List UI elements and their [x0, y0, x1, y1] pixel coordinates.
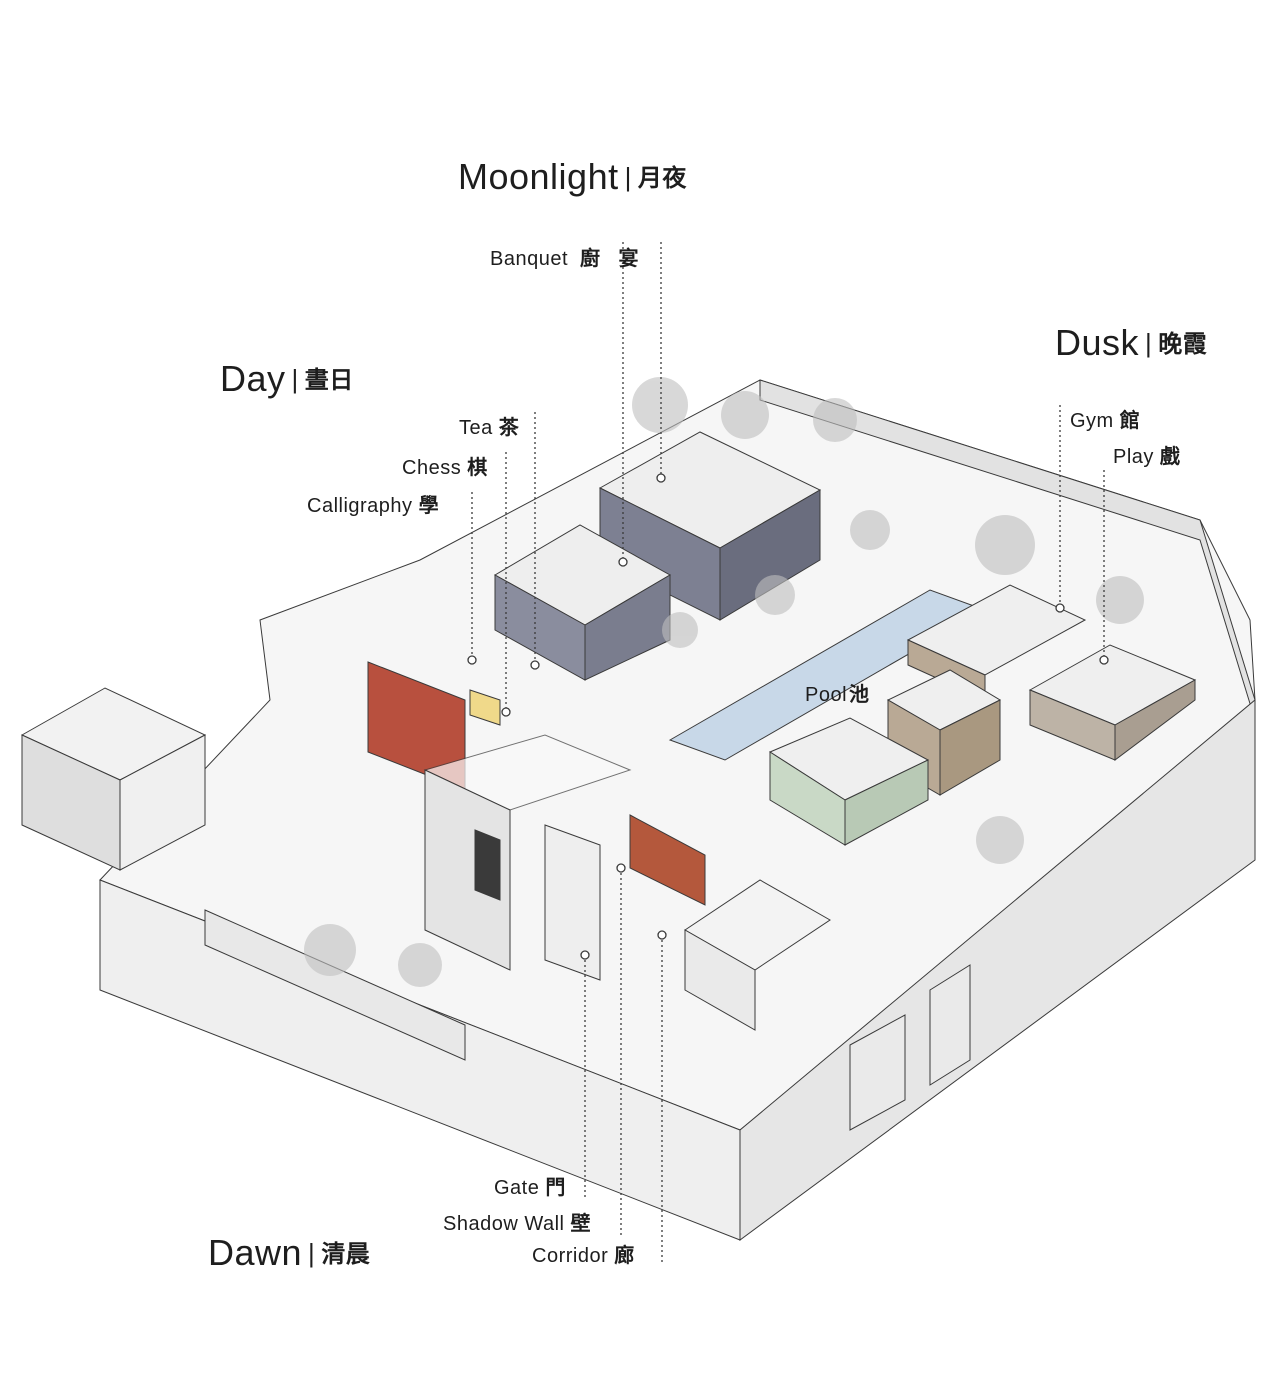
green-pavilion: [768, 717, 930, 846]
label-corridor-cn: 廊: [614, 1243, 635, 1267]
zone-title-moonlight: Moonlight|月夜: [458, 156, 687, 198]
trees: [304, 377, 1144, 987]
marker-banquet-2: [656, 473, 666, 483]
zone-day-cn: 晝日: [304, 365, 354, 394]
zone-separator: |: [624, 162, 632, 192]
feature-walls: [367, 661, 706, 906]
label-chess-cn: 棋: [467, 455, 488, 479]
corridor-walls: [684, 879, 971, 1131]
marker-shadow-wall: [616, 863, 626, 873]
label-calligraphy-cn: 學: [418, 493, 440, 517]
label-chess-en: Chess: [402, 457, 462, 479]
label-shadow-wall-en: Shadow Wall: [443, 1213, 565, 1235]
label-banquet-en: Banquet: [490, 248, 569, 270]
dusk-pavilions: [886, 584, 1197, 796]
label-tea-cn: 茶: [498, 415, 520, 439]
label-gate-cn: 門: [545, 1175, 566, 1199]
label-gym-cn: 館: [1119, 408, 1141, 432]
label-calligraphy-en: Calligraphy: [307, 495, 413, 517]
label-shadow-wall-cn: 壁: [570, 1211, 591, 1235]
zone-moonlight-cn: 月夜: [637, 163, 687, 192]
marker-banquet-1: [618, 557, 628, 567]
marker-corridor: [657, 930, 667, 940]
zone-title-dawn: Dawn|清晨: [208, 1232, 370, 1274]
label-corridor-en: Corridor: [532, 1245, 609, 1267]
label-tea-en: Tea: [459, 417, 493, 439]
zone-moonlight-en: Moonlight: [458, 156, 619, 197]
zone-day-en: Day: [220, 358, 286, 399]
gate: [423, 734, 632, 981]
zone-separator: |: [1145, 328, 1153, 358]
marker-calligraphy: [467, 655, 477, 665]
leader-markers: [467, 473, 1109, 960]
zone-separator: |: [308, 1238, 316, 1268]
zone-dusk-cn: 晚霞: [1158, 329, 1208, 358]
marker-tea: [530, 660, 540, 670]
zone-separator: |: [291, 364, 299, 394]
planter: [204, 909, 466, 1061]
zone-dawn-en: Dawn: [208, 1232, 303, 1273]
leader-lines: [471, 242, 1105, 1262]
label-play-en: Play: [1113, 446, 1154, 468]
marker-gym: [1055, 603, 1065, 613]
moonlight-pavilions: [493, 431, 822, 681]
zone-dawn-cn: 清晨: [321, 1239, 371, 1268]
label-banquet-cn2: 宴: [618, 246, 640, 270]
marker-gate: [580, 950, 590, 960]
zone-dusk-en: Dusk: [1055, 322, 1140, 363]
label-banquet-cn1: 廚: [580, 246, 601, 270]
zone-title-day: Day|晝日: [220, 358, 354, 400]
left-block: [20, 687, 207, 871]
label-banquet: Banquet 廚宴: [490, 242, 639, 271]
label-pool-en: Pool: [805, 684, 848, 706]
label-play-cn: 戲: [1159, 444, 1181, 468]
marker-chess: [501, 707, 511, 717]
zone-title-dusk: Dusk|晚霞: [1055, 322, 1207, 364]
label-pool-cn: 池: [849, 682, 870, 706]
label-gym-en: Gym: [1070, 410, 1114, 432]
label-gate-en: Gate: [494, 1177, 540, 1199]
marker-play: [1099, 655, 1109, 665]
